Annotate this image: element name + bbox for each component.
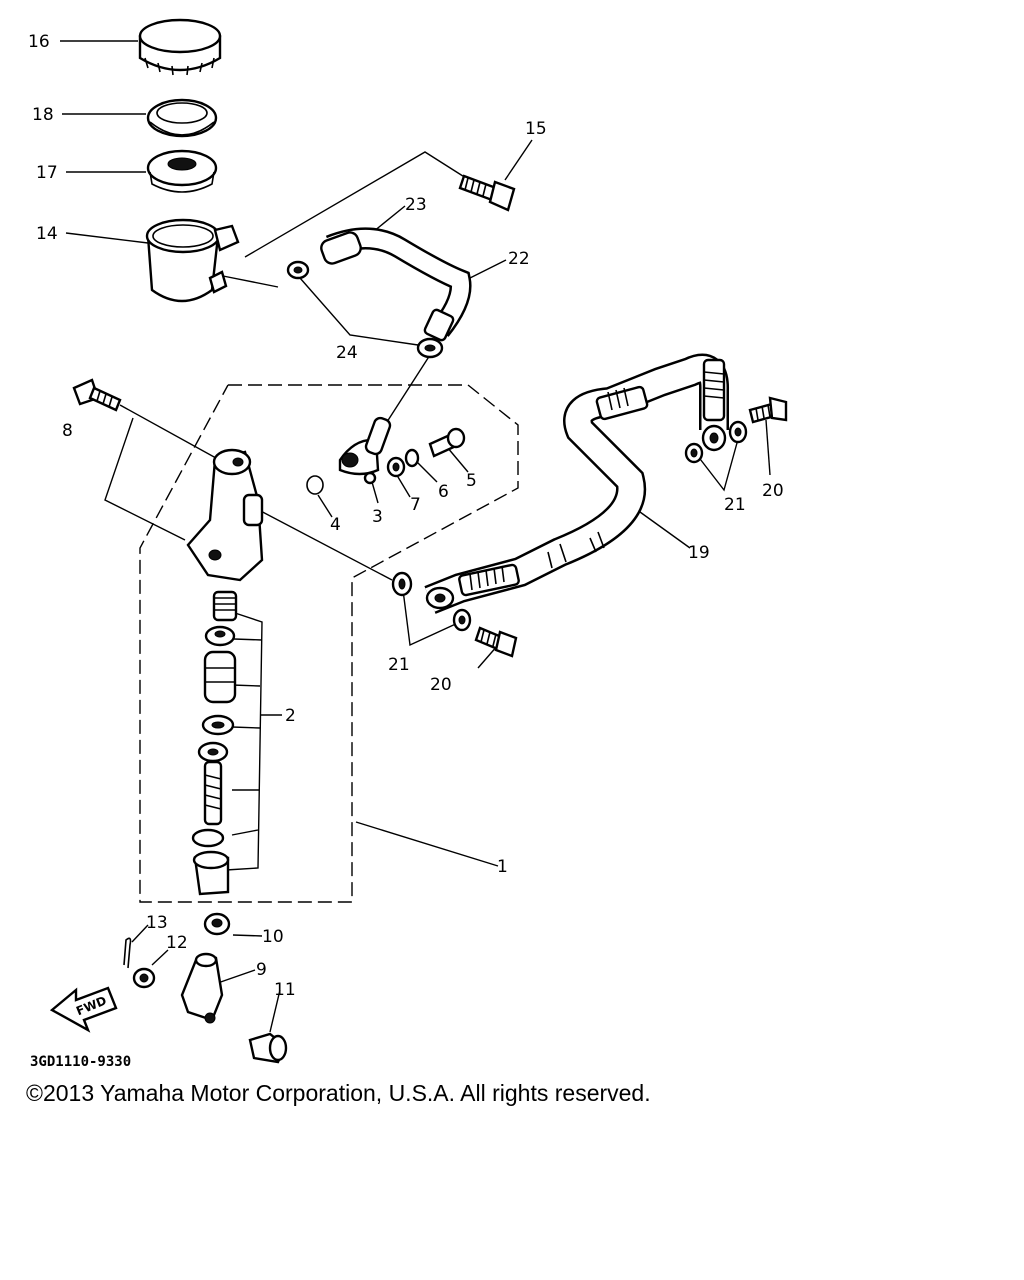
piston-kit [191,590,238,896]
mounting-bolt [72,378,122,412]
clevis [180,952,224,1024]
diaphragm-plate [146,98,218,138]
cotter-pin [123,937,132,969]
copyright-notice: ©2013 Yamaha Motor Corporation, U.S.A. A… [26,1080,651,1106]
forward-arrow-icon: FWD [49,986,118,1033]
callout-12: 12 [166,933,188,953]
clevis-pin [248,1032,288,1064]
reservoir-hose [320,227,472,342]
hose-clip-upper [286,260,310,280]
copper-washer-right-2 [728,420,748,444]
callout-20-right: 20 [762,481,784,501]
diagram-code: 3GD1110-9330 [30,1054,131,1070]
callout-16: 16 [28,32,50,52]
master-cylinder-assembly-outline [139,384,519,903]
callout-6: 6 [438,482,449,502]
copper-washer-left-2 [452,608,472,632]
reservoir-cap [138,18,222,76]
callout-14: 14 [36,224,58,244]
washer-12 [132,967,156,989]
hose-clip-lower [416,337,444,359]
callout-21-right: 21 [724,495,746,515]
screw-5 [428,427,466,458]
callout-21-left: 21 [388,655,410,675]
callout-11: 11 [274,980,296,1000]
callout-19: 19 [688,543,710,563]
callout-17: 17 [36,163,58,183]
callout-1: 1 [497,857,508,877]
callout-5: 5 [466,471,477,491]
callout-24: 24 [336,343,358,363]
copper-washer-right-1 [684,442,704,464]
callout-9: 9 [256,960,267,980]
hose-joint [338,416,392,485]
leader-lines [60,40,771,1033]
union-bolt-left [474,626,518,658]
o-ring [306,475,324,495]
master-cylinder-body [186,448,264,582]
callout-22: 22 [508,249,530,269]
callout-labels: 16 18 17 14 15 23 22 24 8 5 6 7 3 4 21 2… [28,32,784,1000]
callout-8: 8 [62,421,73,441]
reservoir-bolt [458,174,516,212]
reservoir-tank [145,218,240,303]
parts-diagram: FWD 16 18 17 14 15 23 22 24 8 5 6 7 3 4 … [28,18,788,1070]
callout-23: 23 [405,195,427,215]
callout-7: 7 [410,495,421,515]
callout-13: 13 [146,913,168,933]
brake-hose [424,353,729,614]
callout-18: 18 [32,105,54,125]
locknut [203,912,231,936]
washer-6 [404,448,420,468]
callout-4: 4 [330,515,341,535]
callout-20-left: 20 [430,675,452,695]
callout-10: 10 [262,927,284,947]
copper-washer-left-1 [391,571,413,597]
callout-3: 3 [372,507,383,527]
washer-7 [386,456,406,478]
callout-2: 2 [285,706,296,726]
callout-15: 15 [525,119,547,139]
diaphragm [146,149,218,193]
union-bolt-right [748,396,788,424]
